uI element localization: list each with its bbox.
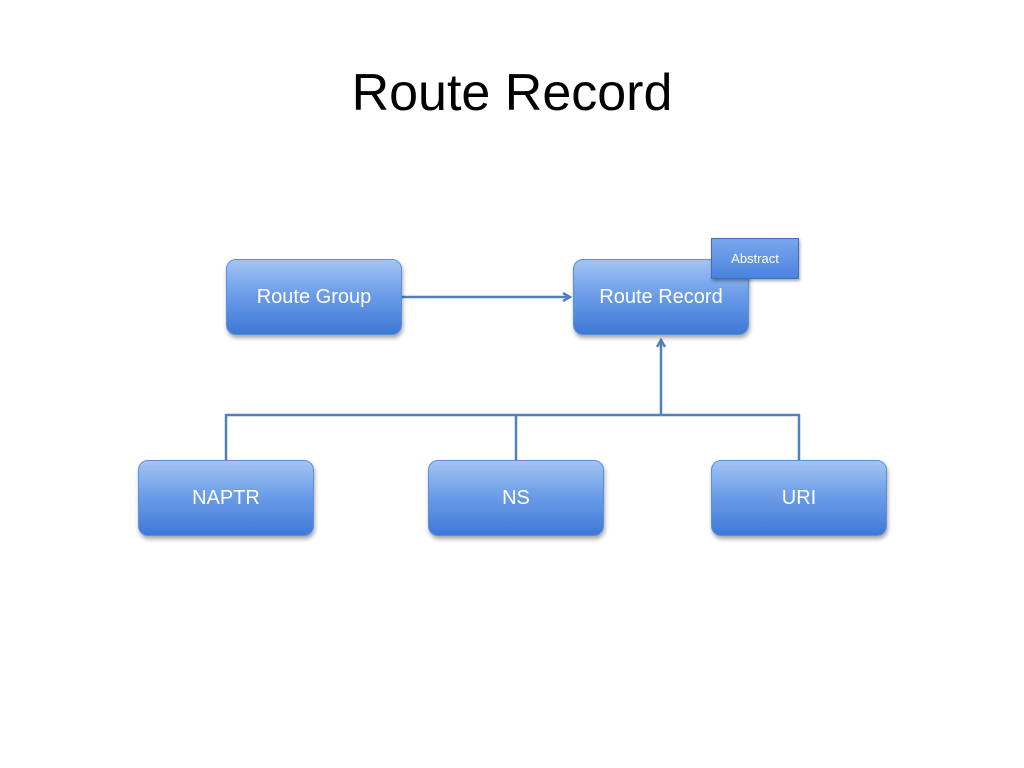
node-ns: NS — [428, 460, 604, 536]
abstract-tag-label: Abstract — [731, 251, 779, 266]
node-route-group-label: Route Group — [256, 285, 372, 308]
node-naptr: NAPTR — [138, 460, 314, 536]
node-uri-label: URI — [781, 486, 817, 509]
node-route-record-label: Route Record — [599, 285, 723, 308]
node-route-group: Route Group — [226, 259, 402, 335]
slide-title: Route Record — [351, 64, 673, 122]
node-naptr-label: NAPTR — [192, 486, 260, 509]
node-ns-label: NS — [502, 486, 530, 509]
abstract-tag: Abstract — [711, 238, 799, 279]
node-uri: URI — [711, 460, 887, 536]
